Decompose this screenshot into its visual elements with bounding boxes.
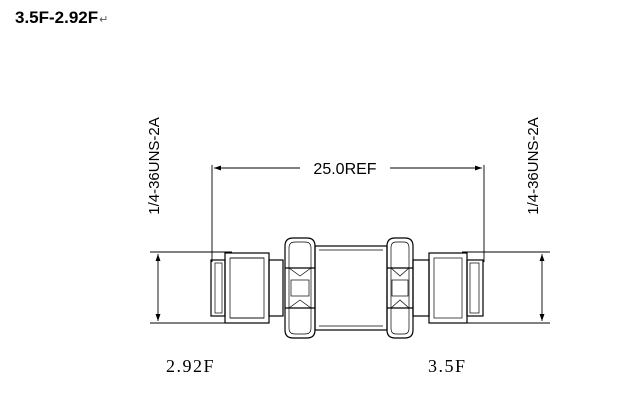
length-dimension-label: 25.0REF (313, 161, 376, 178)
paragraph-mark-icon: ↵ (99, 14, 109, 26)
length-dimension (211, 165, 485, 262)
title-text: 3.5F-2.92F (15, 8, 99, 27)
left-hex-nut (284, 237, 316, 339)
right-thread-dimension (462, 251, 550, 324)
right-thread-label: 1/4-36UNS-2A (525, 117, 542, 215)
right-hex-nut (386, 237, 414, 339)
left-coupling (210, 252, 284, 324)
page-title: 3.5F-2.92F↵ (15, 8, 108, 28)
left-connector-label: 2.92F (166, 356, 215, 376)
center-body (314, 245, 388, 331)
right-coupling (412, 252, 484, 324)
left-thread-dimension (150, 251, 232, 324)
left-thread-label: 1/4-36UNS-2A (146, 117, 163, 215)
right-connector-label: 3.5F (428, 356, 467, 376)
